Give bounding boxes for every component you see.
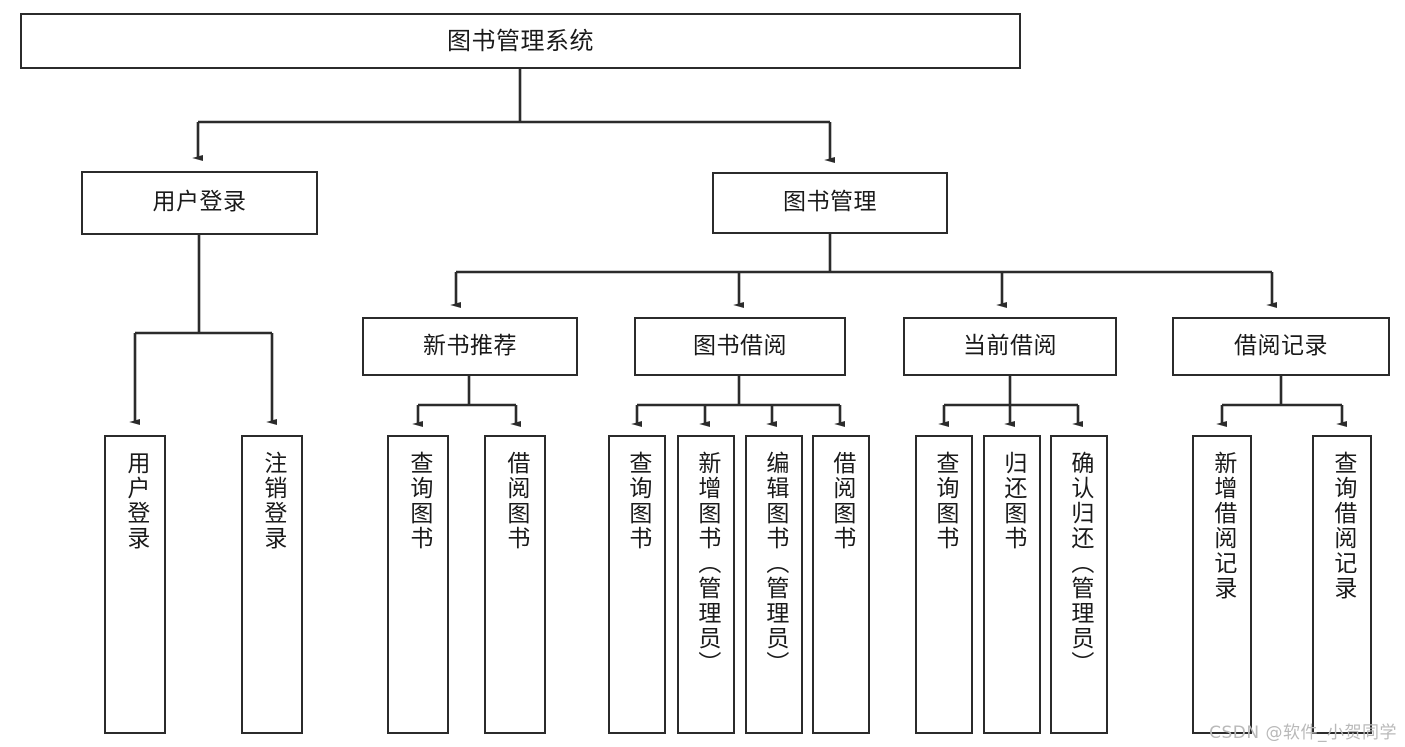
node-root-label: 图书管理系统 bbox=[447, 26, 594, 55]
leaf-user-login-login[interactable]: 用户登录 bbox=[104, 435, 166, 734]
node-new-book-recommend-label: 新书推荐 bbox=[423, 332, 517, 359]
leaf-book-borrow-add[interactable]: 新增图书（管理员） bbox=[677, 435, 735, 734]
leaf-label: 查询图书 bbox=[405, 451, 432, 551]
leaf-label: 借阅图书 bbox=[502, 451, 529, 551]
node-root[interactable]: 图书管理系统 bbox=[20, 13, 1021, 69]
leaf-label: 借阅图书 bbox=[828, 451, 855, 551]
leaf-book-borrow-edit[interactable]: 编辑图书（管理员） bbox=[745, 435, 803, 734]
node-borrow-record-label: 借阅记录 bbox=[1234, 332, 1328, 359]
leaf-book-borrow-borrow[interactable]: 借阅图书 bbox=[812, 435, 870, 734]
node-book-borrow[interactable]: 图书借阅 bbox=[634, 317, 846, 376]
leaf-borrow-record-add[interactable]: 新增借阅记录 bbox=[1192, 435, 1252, 734]
leaf-current-borrow-confirm[interactable]: 确认归还（管理员） bbox=[1050, 435, 1108, 734]
leaf-book-borrow-query[interactable]: 查询图书 bbox=[608, 435, 666, 734]
leaf-label: 新增借阅记录 bbox=[1209, 451, 1236, 601]
leaf-label: 归还图书 bbox=[999, 451, 1026, 551]
node-book-borrow-label: 图书借阅 bbox=[693, 332, 787, 359]
node-user-login[interactable]: 用户登录 bbox=[81, 171, 318, 235]
node-book-manage[interactable]: 图书管理 bbox=[712, 172, 948, 234]
leaf-label: 查询借阅记录 bbox=[1329, 451, 1356, 601]
node-new-book-recommend[interactable]: 新书推荐 bbox=[362, 317, 578, 376]
leaf-label: 查询图书 bbox=[931, 451, 958, 551]
leaf-label: 新增图书（管理员） bbox=[693, 451, 720, 676]
leaf-new-book-borrow[interactable]: 借阅图书 bbox=[484, 435, 546, 734]
leaf-current-borrow-query[interactable]: 查询图书 bbox=[915, 435, 973, 734]
leaf-new-book-query[interactable]: 查询图书 bbox=[387, 435, 449, 734]
node-current-borrow[interactable]: 当前借阅 bbox=[903, 317, 1117, 376]
leaf-label: 用户登录 bbox=[122, 451, 149, 551]
leaf-label: 注销登录 bbox=[259, 451, 286, 551]
leaf-label: 编辑图书（管理员） bbox=[761, 451, 788, 676]
watermark: CSDN @软件_小贺同学 bbox=[1209, 723, 1397, 743]
node-current-borrow-label: 当前借阅 bbox=[963, 332, 1057, 359]
leaf-label: 查询图书 bbox=[624, 451, 651, 551]
leaf-user-login-logout[interactable]: 注销登录 bbox=[241, 435, 303, 734]
leaf-label: 确认归还（管理员） bbox=[1066, 451, 1093, 676]
leaf-borrow-record-query[interactable]: 查询借阅记录 bbox=[1312, 435, 1372, 734]
node-book-manage-label: 图书管理 bbox=[783, 189, 877, 216]
node-user-login-label: 用户登录 bbox=[152, 189, 247, 216]
node-borrow-record[interactable]: 借阅记录 bbox=[1172, 317, 1390, 376]
leaf-current-borrow-return[interactable]: 归还图书 bbox=[983, 435, 1041, 734]
